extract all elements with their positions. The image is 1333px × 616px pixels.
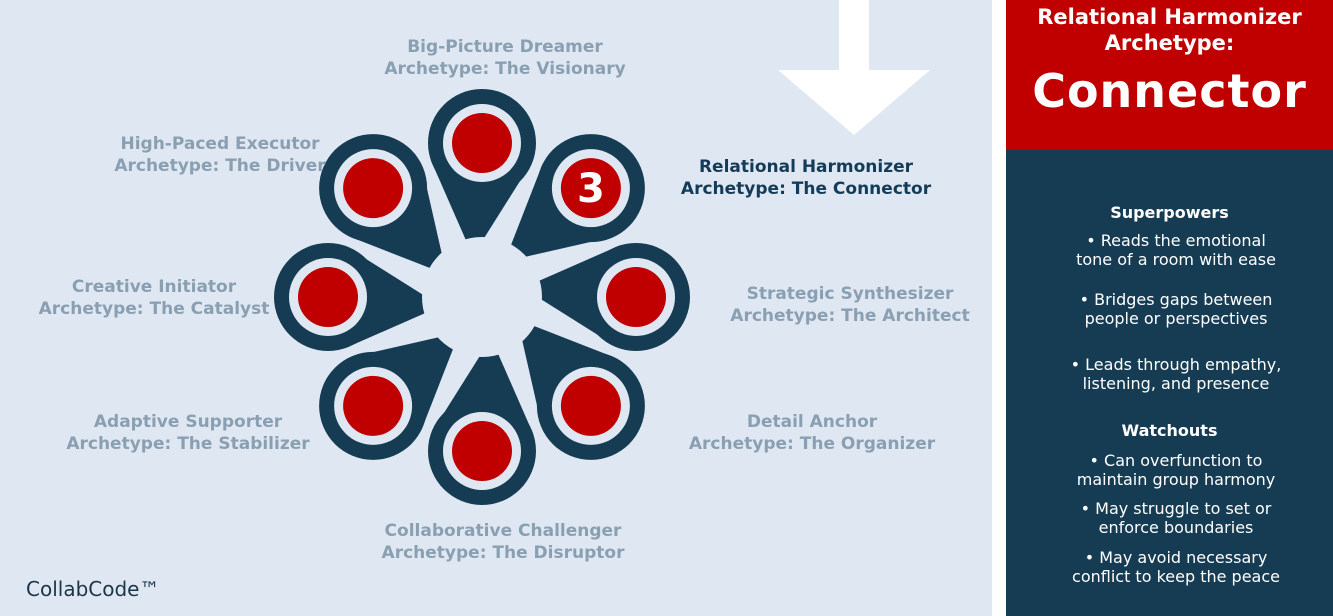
highlight-number: 3 bbox=[577, 166, 605, 212]
archetype-title: Strategic Synthesizer bbox=[746, 284, 954, 304]
archetype-subtitle: Archetype: The Organizer bbox=[688, 434, 936, 454]
wheel-hub bbox=[422, 237, 542, 357]
archetype-title: Adaptive Supporter bbox=[93, 412, 283, 432]
superpowers-heading: Superpowers bbox=[1110, 203, 1229, 222]
archetype-subtitle: Archetype: The Catalyst bbox=[38, 299, 270, 319]
label-driver: High-Paced Executor Archetype: The Drive… bbox=[82, 133, 358, 177]
archetype-title: Big-Picture Dreamer bbox=[407, 37, 603, 57]
petal-dot-stabilizer bbox=[343, 375, 404, 436]
label-stabilizer: Adaptive Supporter Archetype: The Stabil… bbox=[50, 411, 326, 455]
archetype-subtitle: Archetype: The Connector bbox=[680, 179, 932, 199]
down-arrow-icon bbox=[778, 0, 930, 135]
archetype-title: Relational Harmonizer bbox=[698, 157, 914, 177]
archetype-subtitle: Archetype: The Disruptor bbox=[381, 543, 625, 563]
watchout-item: • Can overfunction to maintain group har… bbox=[1076, 451, 1276, 489]
label-organizer: Detail Anchor Archetype: The Organizer bbox=[674, 411, 950, 455]
petal-dot-visionary bbox=[452, 113, 512, 173]
watchout-item: • May struggle to set or enforce boundar… bbox=[1080, 499, 1272, 537]
archetype-title: Detail Anchor bbox=[746, 412, 878, 432]
archetype-title: High-Paced Executor bbox=[120, 134, 320, 154]
superpower-item: • Leads through empathy, listening, and … bbox=[1070, 355, 1282, 393]
petal-dot-organizer bbox=[560, 375, 621, 436]
header-line-2: Archetype: bbox=[1104, 31, 1235, 55]
label-visionary: Big-Picture Dreamer Archetype: The Visio… bbox=[367, 36, 643, 80]
petal-dot-catalyst bbox=[298, 267, 358, 327]
archetype-wheel: 3 bbox=[274, 0, 930, 505]
superpower-item: • Bridges gaps between people or perspec… bbox=[1079, 290, 1273, 328]
archetype-subtitle: Archetype: The Driver bbox=[114, 156, 326, 176]
archetype-subtitle: Archetype: The Visionary bbox=[384, 59, 626, 79]
petal-dot-architect bbox=[606, 267, 666, 327]
archetype-details: Superpowers • Reads the emotional tone o… bbox=[1006, 150, 1333, 616]
petal-dot-connector bbox=[560, 158, 621, 219]
watchout-item: • May avoid necessary conflict to keep t… bbox=[1072, 548, 1280, 586]
watchouts-heading: Watchouts bbox=[1121, 421, 1218, 440]
archetype-name: Connector bbox=[1032, 64, 1307, 118]
archetype-header: Relational Harmonizer Archetype: Connect… bbox=[1006, 0, 1333, 150]
label-architect: Strategic Synthesizer Archetype: The Arc… bbox=[712, 283, 988, 327]
superpower-item: • Reads the emotional tone of a room wit… bbox=[1076, 231, 1276, 269]
archetype-subtitle: Archetype: The Stabilizer bbox=[66, 434, 310, 454]
archetype-title: Collaborative Challenger bbox=[384, 521, 622, 541]
header-line-1: Relational Harmonizer bbox=[1037, 5, 1302, 29]
label-disruptor: Collaborative Challenger Archetype: The … bbox=[365, 520, 641, 564]
label-catalyst: Creative Initiator Archetype: The Cataly… bbox=[16, 276, 292, 320]
label-connector: Relational Harmonizer Archetype: The Con… bbox=[665, 156, 947, 200]
brand-logo-text: CollabCode™ bbox=[26, 577, 160, 601]
petal-dot-disruptor bbox=[452, 421, 512, 481]
petal-dot-driver bbox=[343, 158, 404, 219]
archetype-subtitle: Archetype: The Architect bbox=[730, 306, 970, 326]
archetype-title: Creative Initiator bbox=[71, 277, 237, 297]
